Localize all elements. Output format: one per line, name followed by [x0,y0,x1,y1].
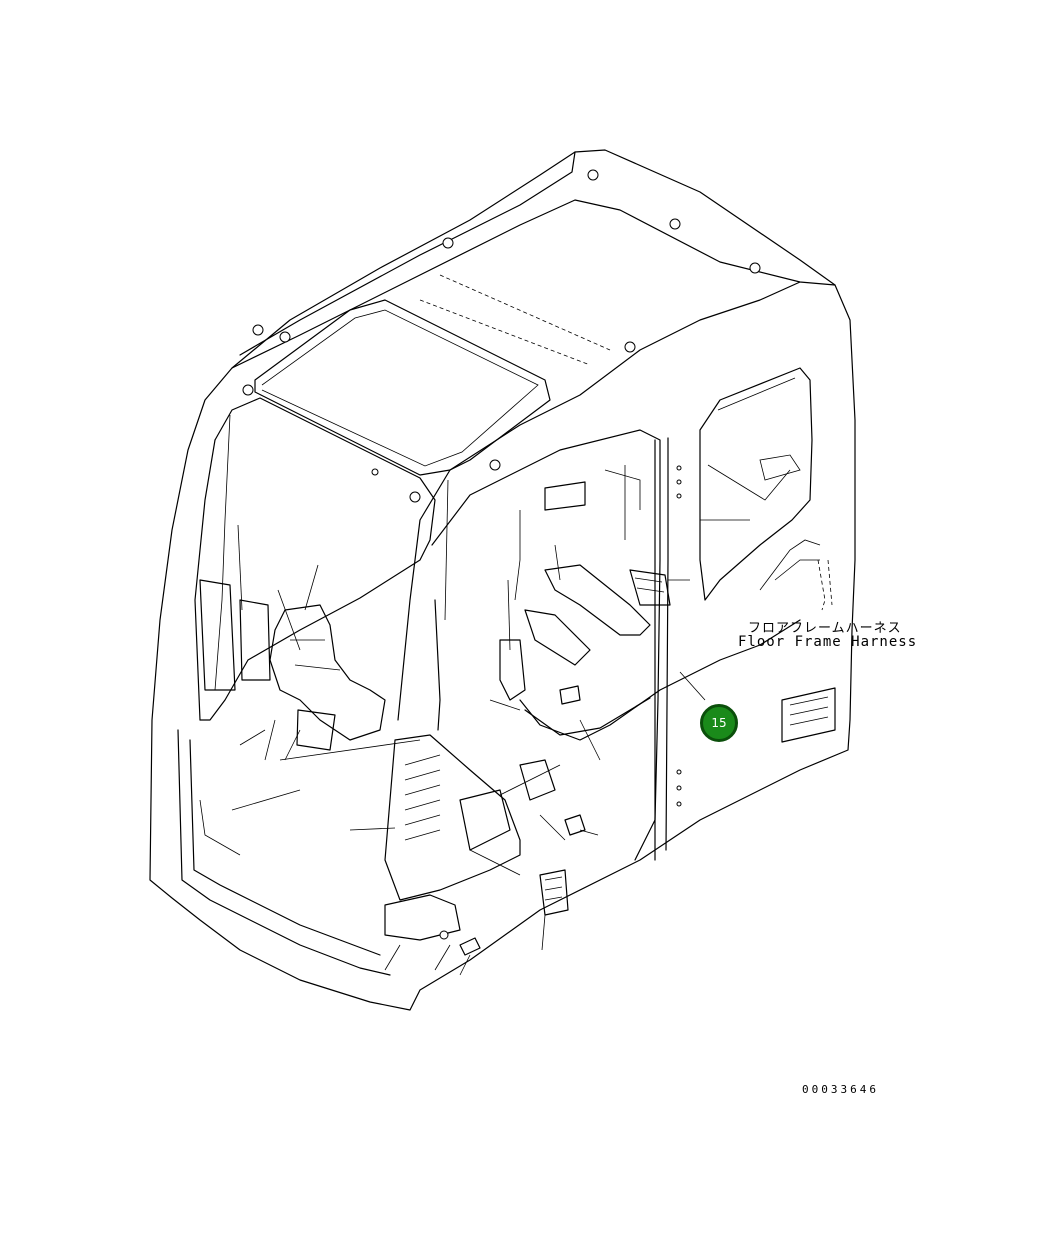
harness-label-english: Floor Frame Harness [738,634,918,650]
floor-frame [177,729,421,976]
front-window-frame [194,397,436,721]
upper-components [499,481,671,705]
floor-harness [519,539,833,741]
callout-badge-15[interactable]: 15 [700,704,738,742]
side-vent [781,687,836,743]
roof-bolts [242,169,761,503]
roof-window [254,274,611,476]
console-assembly [384,734,586,956]
drawing-number: 00033646 [802,1083,879,1096]
rear-window [699,367,813,601]
air-duct [199,579,386,751]
cab-outline [149,149,856,1011]
harness-label-japanese: フロアフレームハーネス [748,621,902,636]
callout-number: 15 [711,716,727,730]
side-door-frame [431,429,661,861]
rear-pillar [654,437,682,861]
leader-lines [237,524,690,976]
